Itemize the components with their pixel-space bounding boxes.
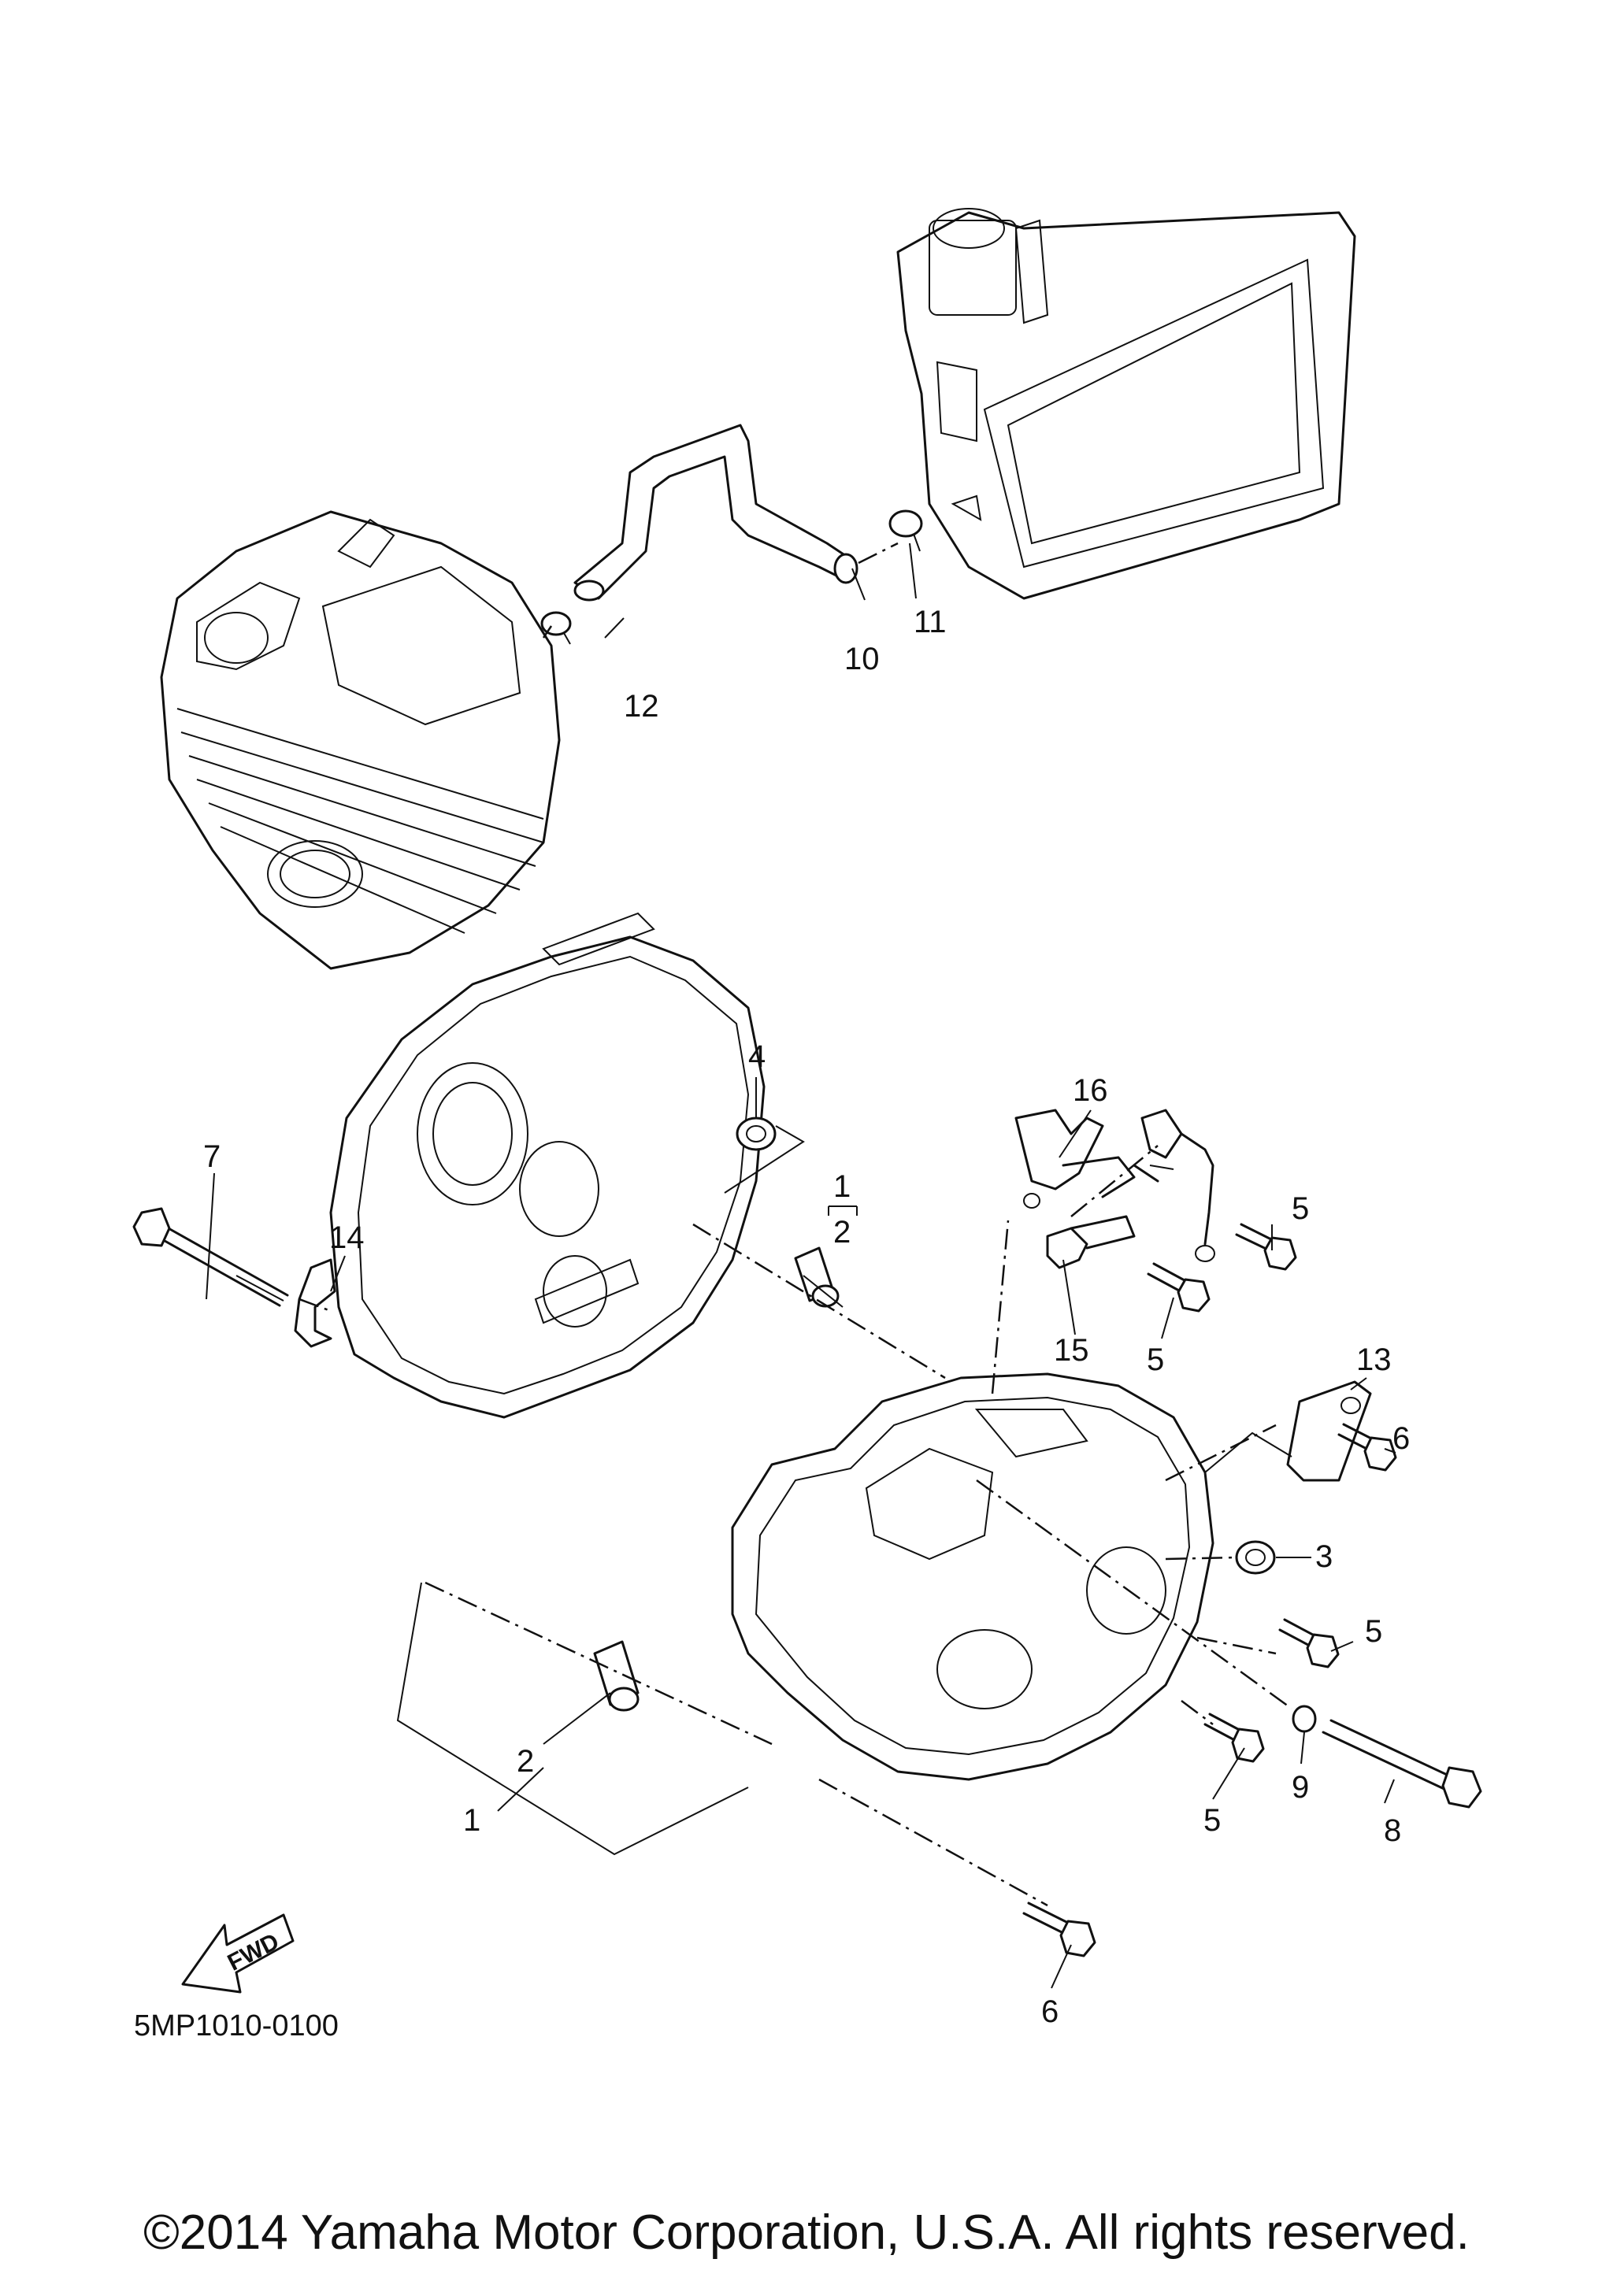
- bolt-6-bottom: [1022, 1902, 1096, 1957]
- fwd-arrow-icon: FWD: [181, 1913, 295, 1994]
- callout-4: 4: [748, 1039, 766, 1074]
- bracket-16: [1014, 1109, 1136, 1209]
- callout-15: 15: [1054, 1333, 1089, 1368]
- callout-5-right: 5: [1365, 1614, 1382, 1649]
- callout-16: 16: [1073, 1073, 1108, 1108]
- bolt-8: [1322, 1719, 1482, 1809]
- callout-2-upper: 2: [833, 1215, 851, 1250]
- callout-2-lower: 2: [517, 1744, 534, 1779]
- ground-lead: [1133, 1109, 1215, 1262]
- bracket-14: [294, 1258, 336, 1348]
- hose-clip-11: [888, 509, 923, 552]
- dowel-pin-2-lower: [593, 1640, 640, 1712]
- callout-14: 14: [329, 1220, 365, 1255]
- breather-hose: [573, 424, 858, 602]
- diagram-code: 5MP1010-0100: [134, 2009, 339, 2042]
- callout-1-upper: 1: [833, 1169, 851, 1204]
- callout-13: 13: [1356, 1342, 1392, 1377]
- crankcase-right-outline: [731, 1372, 1214, 1781]
- oil-seal-4: [736, 1117, 777, 1151]
- callout-6-bottom: 6: [1041, 1994, 1059, 2029]
- dowel-pin-2-upper: [794, 1246, 840, 1308]
- assembly-centre-lines: [298, 542, 1292, 1907]
- bolt-5-right: [1278, 1618, 1340, 1668]
- fwd-label: FWD: [224, 1928, 284, 1976]
- callout-7: 7: [203, 1139, 221, 1174]
- callout-11: 11: [914, 605, 947, 639]
- callout-5-low: 5: [1203, 1803, 1221, 1838]
- callout-1-lower: 1: [463, 1803, 480, 1838]
- callout-3: 3: [1315, 1539, 1333, 1574]
- callout-12: 12: [624, 689, 659, 724]
- callout-labels: 12 10 11 4 1 2 7 14 16 5 15 5 13 6 3 5 2…: [134, 605, 1410, 2042]
- air-box-outline: [896, 208, 1356, 600]
- hose-clip-12: [540, 611, 572, 645]
- clamp-15: [1046, 1215, 1136, 1269]
- leader-lines: [206, 543, 1396, 1989]
- callout-10: 10: [844, 642, 880, 676]
- copyright-notice: ©2014 Yamaha Motor Corporation, U.S.A. A…: [143, 2205, 1470, 2260]
- bolt-6-right: [1337, 1423, 1397, 1472]
- bracket-13: [1286, 1380, 1372, 1482]
- bolt-5-top: [1235, 1223, 1297, 1271]
- callout-6-right: 6: [1392, 1421, 1410, 1456]
- washer-9: [1292, 1705, 1317, 1733]
- bolt-7: [132, 1207, 289, 1307]
- callout-5-top: 5: [1292, 1191, 1309, 1226]
- callout-8: 8: [1384, 1813, 1401, 1848]
- bolt-5-mid: [1147, 1262, 1211, 1313]
- cylinder-head-outline: [160, 510, 561, 970]
- bolt-5-low: [1203, 1713, 1265, 1763]
- oil-seal-3: [1235, 1540, 1276, 1575]
- crankcase-left-outline: [329, 912, 766, 1419]
- callout-5-mid: 5: [1147, 1342, 1164, 1377]
- callout-9: 9: [1292, 1770, 1309, 1805]
